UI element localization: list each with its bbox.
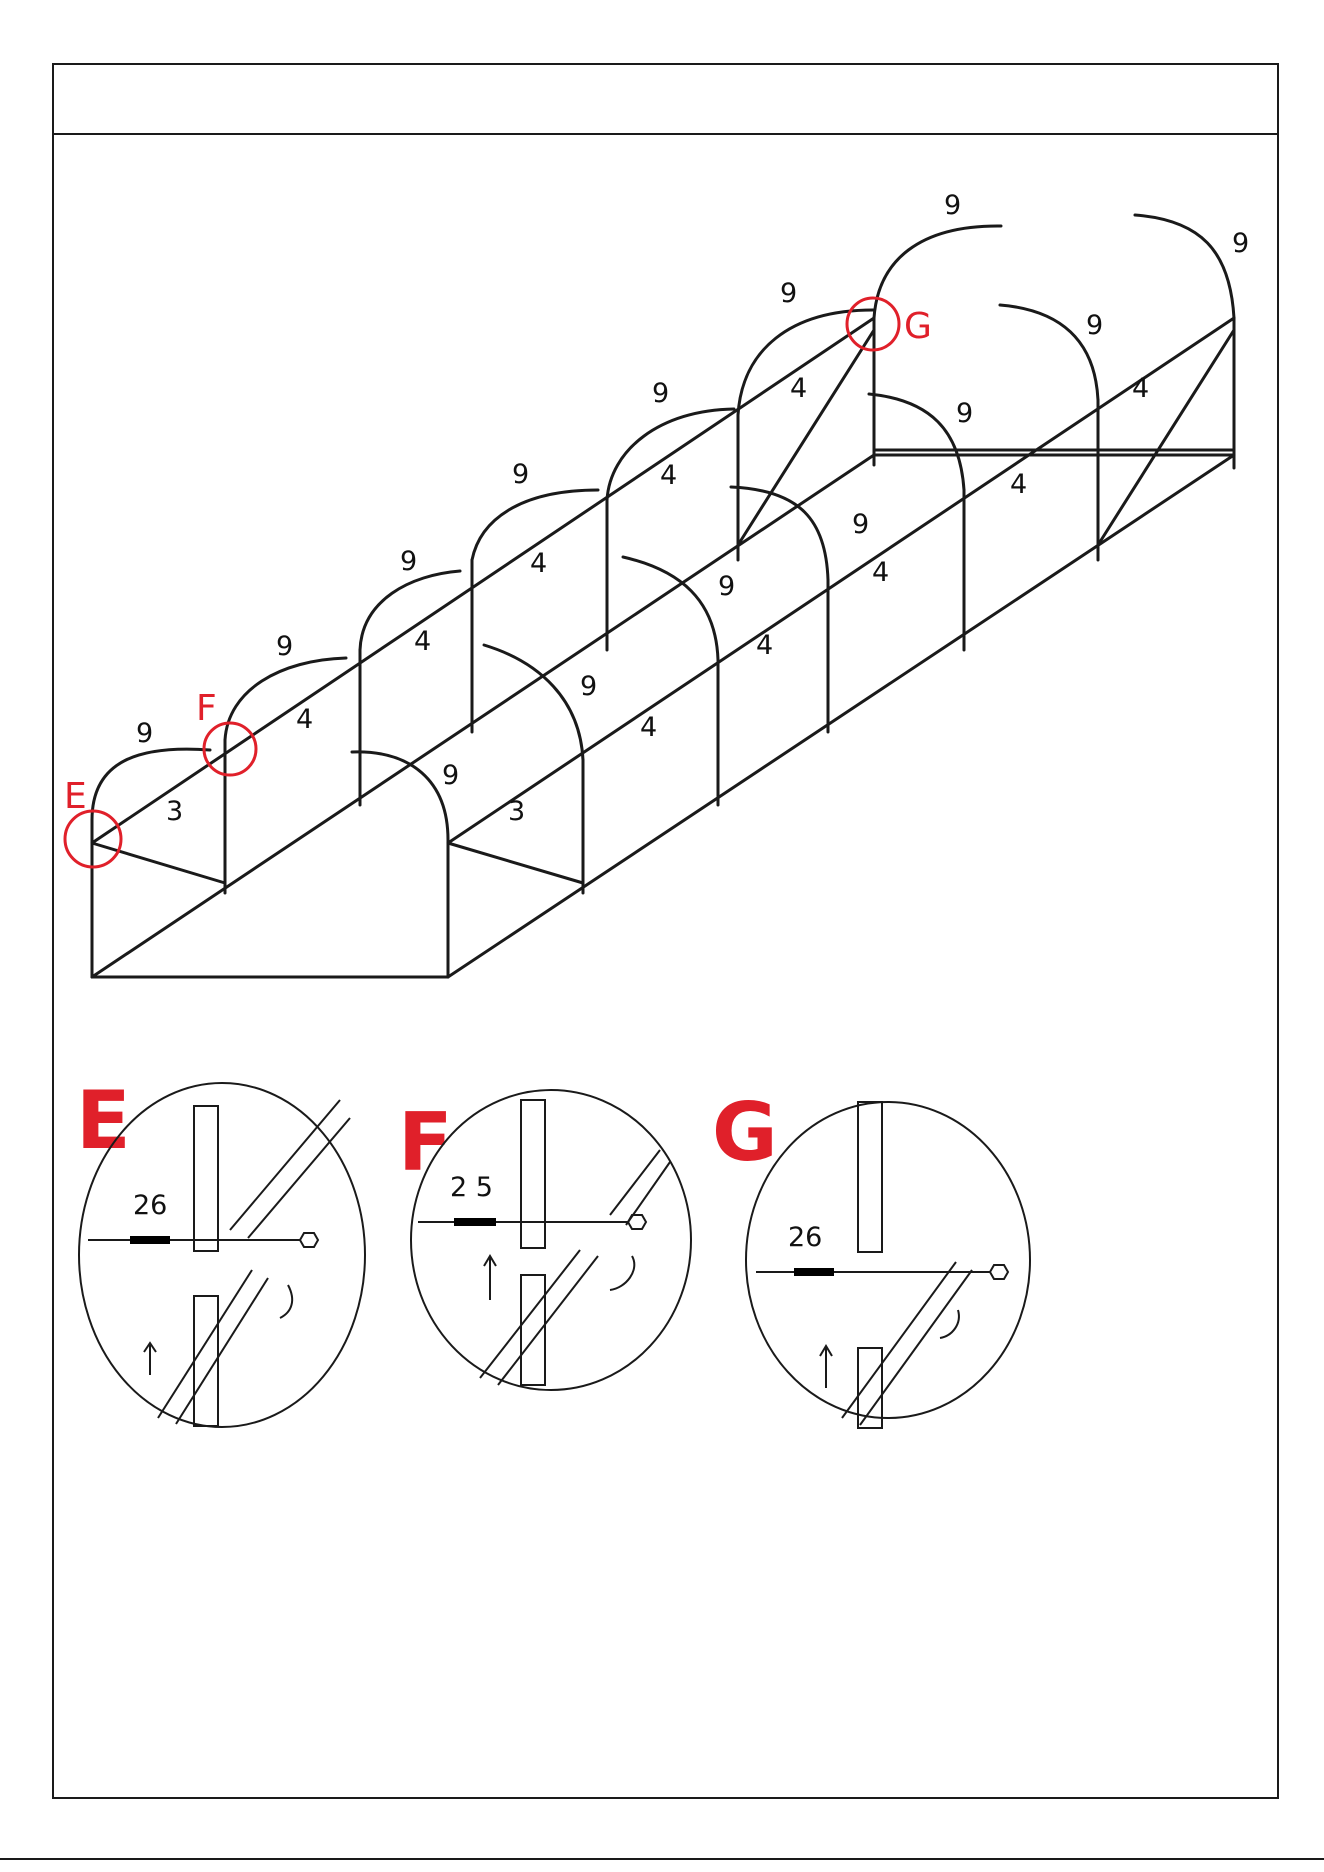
part-label: 9 <box>276 631 293 662</box>
hoop-arc <box>874 226 1001 318</box>
hoop-arc <box>1000 305 1098 400</box>
callout-letter-e: E <box>64 776 87 817</box>
bolt-number-g: 26 <box>788 1222 822 1253</box>
part-label: 9 <box>718 571 735 602</box>
part-label: 4 <box>1010 469 1027 500</box>
diagonal-bar <box>610 1150 660 1215</box>
part-label: 9 <box>780 278 797 309</box>
upper-tube <box>521 1100 545 1248</box>
part-label: 9 <box>1086 310 1103 341</box>
part-label: 3 <box>508 796 525 827</box>
brace-bar-edge <box>176 1278 268 1424</box>
part-label: 9 <box>852 509 869 540</box>
diagonal-bar <box>230 1100 340 1230</box>
part-label: 4 <box>530 548 547 579</box>
detail-g: G 26 <box>712 1086 1030 1428</box>
part-label: 9 <box>956 398 973 429</box>
hoop-arc <box>360 571 460 650</box>
brace-bar <box>842 1262 956 1418</box>
part-label: 9 <box>136 718 153 749</box>
part-label: 4 <box>790 373 807 404</box>
brace-front-left <box>92 843 225 883</box>
bolt-number-f: 2 5 <box>450 1172 493 1203</box>
curved-arrow-icon <box>280 1285 292 1318</box>
callout-letter-f: F <box>196 688 217 729</box>
detail-e: E 26 <box>76 1074 365 1427</box>
part-label: 9 <box>400 546 417 577</box>
detail-letter-g: G <box>712 1086 778 1179</box>
brace-bar <box>158 1270 252 1418</box>
part-label: 9 <box>580 671 597 702</box>
nut-icon <box>990 1265 1008 1279</box>
hoop-arc <box>623 557 718 660</box>
upper-tube <box>858 1102 882 1252</box>
curved-arrow-icon <box>940 1310 959 1338</box>
nut-icon <box>628 1215 646 1229</box>
bolt-mark <box>794 1268 834 1276</box>
part-label: 4 <box>296 704 313 735</box>
curved-arrow-icon <box>610 1256 634 1290</box>
lower-tube <box>194 1296 218 1426</box>
greenhouse-frame <box>92 215 1234 977</box>
part-label: 3 <box>166 796 183 827</box>
right-ground-rail <box>448 455 1234 977</box>
brace-bar-edge <box>498 1256 598 1385</box>
front-left-hoop <box>92 749 210 820</box>
detail-f: F 2 5 <box>398 1090 691 1390</box>
part-label: 4 <box>640 712 657 743</box>
part-label: 4 <box>1132 373 1149 404</box>
part-label: 4 <box>756 630 773 661</box>
upper-tube <box>194 1106 218 1251</box>
detail-circle-g <box>746 1102 1030 1418</box>
part-label: 4 <box>660 460 677 491</box>
part-label: 9 <box>442 760 459 791</box>
detail-letter-e: E <box>76 1074 131 1167</box>
diagonal-bar-edge <box>248 1118 350 1238</box>
bolt-mark <box>130 1236 170 1244</box>
nut-icon <box>300 1233 318 1247</box>
bolt-mark <box>454 1218 496 1226</box>
brace-front-right <box>448 843 583 883</box>
part-label: 4 <box>872 557 889 588</box>
part-label: 4 <box>414 626 431 657</box>
part-label: 9 <box>652 378 669 409</box>
hoop-arc <box>484 645 583 760</box>
front-right-hoop <box>352 752 448 840</box>
part-label: 9 <box>512 459 529 490</box>
part-label: 9 <box>944 190 961 221</box>
bolt-number-e: 26 <box>133 1190 167 1221</box>
part-label: 9 <box>1232 228 1249 259</box>
detail-circle-f <box>411 1090 691 1390</box>
brace-bar <box>480 1250 580 1378</box>
right-upper-rail <box>448 318 1234 843</box>
hoop-arc <box>869 394 964 490</box>
callout-letter-g: G <box>904 306 932 347</box>
back-right-hoop <box>1135 215 1234 318</box>
part-number-labels: 9 9 9 9 9 9 9 9 9 9 9 9 9 9 4 4 4 4 4 4 … <box>136 190 1249 827</box>
